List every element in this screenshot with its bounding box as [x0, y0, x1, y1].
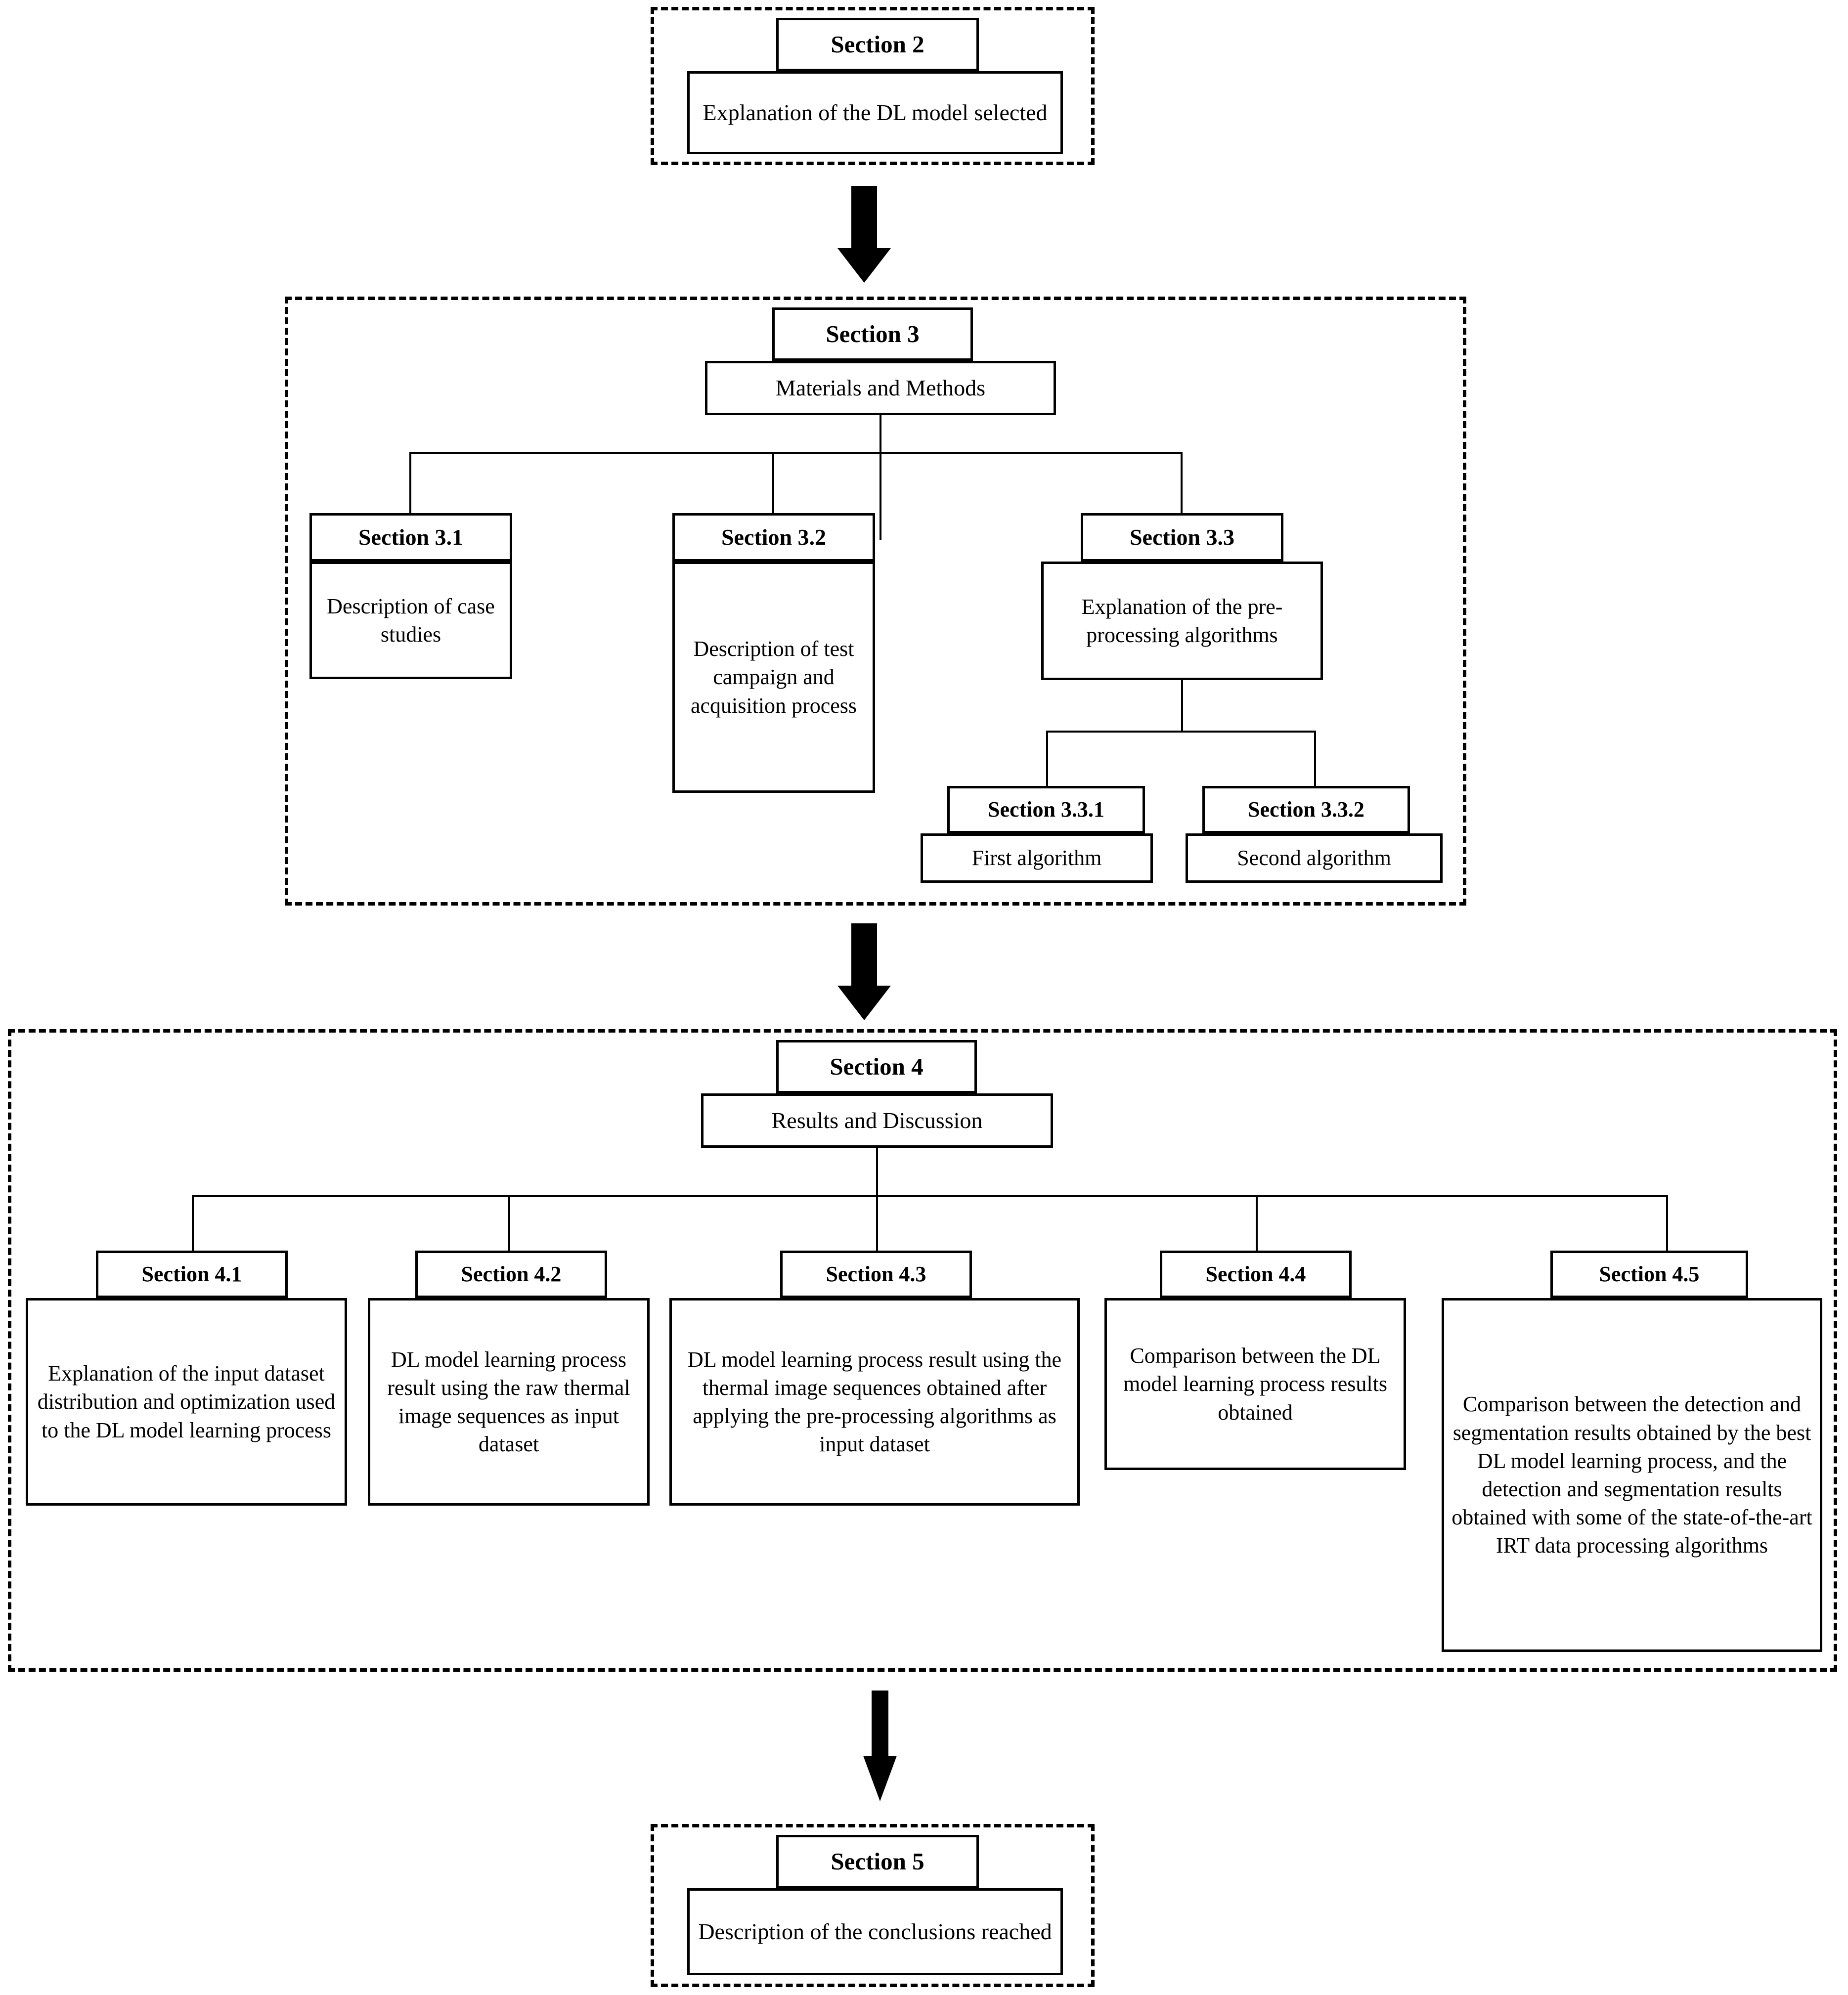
node-section-5-body[interactable]: Description of the conclusions reached: [687, 1888, 1063, 1975]
node-section-2-body[interactable]: Explanation of the DL model selected: [687, 71, 1063, 154]
node-section-4-body[interactable]: Results and Discussion: [701, 1093, 1053, 1148]
arrow-s3-to-s4: [835, 923, 894, 1020]
connector-s33-bus: [1046, 731, 1316, 733]
arrow-shaft: [851, 186, 877, 250]
node-section-3-2-body[interactable]: Description of test campaign and acquisi…: [672, 562, 875, 793]
node-section-4-2-body[interactable]: DL model learning process result using t…: [368, 1298, 650, 1506]
node-section-5-title[interactable]: Section 5: [776, 1835, 979, 1888]
node-section-4-4-title[interactable]: Section 4.4: [1160, 1251, 1352, 1298]
node-section-4-2-title[interactable]: Section 4.2: [415, 1251, 607, 1298]
connector-s4-to-43: [876, 1195, 878, 1292]
arrow-head: [863, 1756, 897, 1801]
arrow-s4-to-s5: [850, 1691, 910, 1801]
group-section-5: [651, 1824, 1095, 1987]
node-section-3-3-1-title[interactable]: Section 3.3.1: [947, 786, 1145, 833]
connector-s3-to-32: [772, 452, 774, 527]
node-section-4-1-title[interactable]: Section 4.1: [96, 1251, 288, 1298]
connector-s33-stem: [1181, 680, 1183, 732]
group-section-3: [285, 297, 1466, 906]
connector-s33-to-331: [1046, 731, 1048, 800]
node-section-4-3-title[interactable]: Section 4.3: [780, 1251, 972, 1298]
arrow-shaft: [851, 923, 877, 988]
node-section-3-3-title[interactable]: Section 3.3: [1081, 513, 1283, 562]
arrow-s2-to-s3: [835, 186, 894, 283]
node-section-3-1-body[interactable]: Description of case studies: [309, 562, 512, 679]
connector-s4-to-45: [1666, 1195, 1668, 1292]
connector-s3-bus: [409, 452, 1182, 454]
connector-s3-to-33: [1181, 452, 1183, 527]
group-section-2: [651, 7, 1095, 165]
connector-s3-stem: [880, 415, 881, 540]
group-section-4: [8, 1029, 1837, 1672]
node-section-3-3-1-body[interactable]: First algorithm: [921, 833, 1153, 883]
connector-s4-bus: [192, 1195, 1668, 1197]
node-section-3-title[interactable]: Section 3: [772, 307, 973, 361]
node-section-3-3-body[interactable]: Explanation of the pre-processing algori…: [1041, 562, 1323, 680]
node-section-3-1-title[interactable]: Section 3.1: [309, 513, 512, 562]
connector-s4-to-41: [192, 1195, 194, 1292]
node-section-4-5-title[interactable]: Section 4.5: [1550, 1251, 1748, 1298]
node-section-4-5-body[interactable]: Comparison between the detection and seg…: [1442, 1298, 1822, 1652]
connector-s4-to-44: [1256, 1195, 1258, 1292]
node-section-3-2-title[interactable]: Section 3.2: [672, 513, 875, 562]
connector-s3-to-31: [409, 452, 411, 527]
node-section-4-4-body[interactable]: Comparison between the DL model learning…: [1104, 1298, 1406, 1470]
node-section-2-title[interactable]: Section 2: [776, 18, 979, 71]
connector-s33-to-332: [1314, 731, 1316, 800]
arrow-head: [837, 986, 891, 1020]
node-section-4-1-body[interactable]: Explanation of the input dataset distrib…: [26, 1298, 347, 1506]
node-section-3-body[interactable]: Materials and Methods: [705, 361, 1056, 415]
node-section-4-title[interactable]: Section 4: [776, 1040, 977, 1093]
node-section-3-3-2-body[interactable]: Second algorithm: [1186, 833, 1443, 883]
arrow-shaft: [872, 1691, 888, 1758]
node-section-4-3-body[interactable]: DL model learning process result using t…: [669, 1298, 1080, 1506]
arrow-head: [837, 248, 891, 283]
node-section-3-3-2-title[interactable]: Section 3.3.2: [1202, 786, 1410, 833]
connector-s4-to-42: [508, 1195, 510, 1292]
